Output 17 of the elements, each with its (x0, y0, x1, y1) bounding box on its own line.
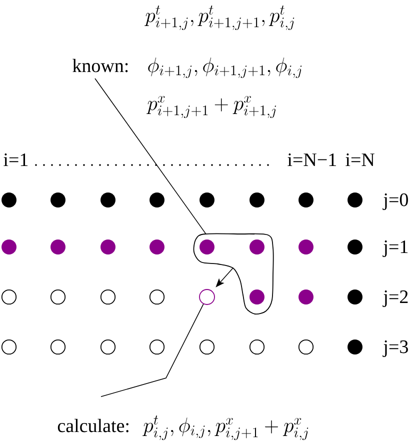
formula: $p^{t}_{i+1,j}, p^{t}_{i+1,j+1}, p^{t}_{i,j}$ (144, 5, 294, 30)
annotation-label: known: (72, 58, 128, 72)
annotation-label: calculate: (58, 418, 128, 432)
axis-label: i=N (346, 153, 374, 166)
enclosing-outline (193, 233, 274, 315)
hollow-circle (199, 289, 215, 305)
axis-label: j=3 (382, 340, 408, 358)
formula: $p^{x}_{i+1,j+1} + p^{x}_{i+1,j}$ (146, 96, 276, 118)
axis-label: j=1 (382, 240, 408, 258)
leader-line (100, 304, 204, 398)
axis-label: i=N−1 (288, 153, 336, 166)
axis-label: i=1 (4, 153, 28, 166)
axis-label: j=2 (382, 290, 408, 308)
formula: $p^{t}_{i,j}, \phi_{i,j}, p^{x}_{i,j+1} + p^{x}_{i,j}$ (142, 415, 308, 440)
leader-line (94, 78, 206, 234)
formula: $\phi_{i+1,j}, \phi_{i+1,j+1}, \phi_{i,j}$ (148, 58, 302, 78)
axis-label: j=0 (382, 193, 408, 210)
